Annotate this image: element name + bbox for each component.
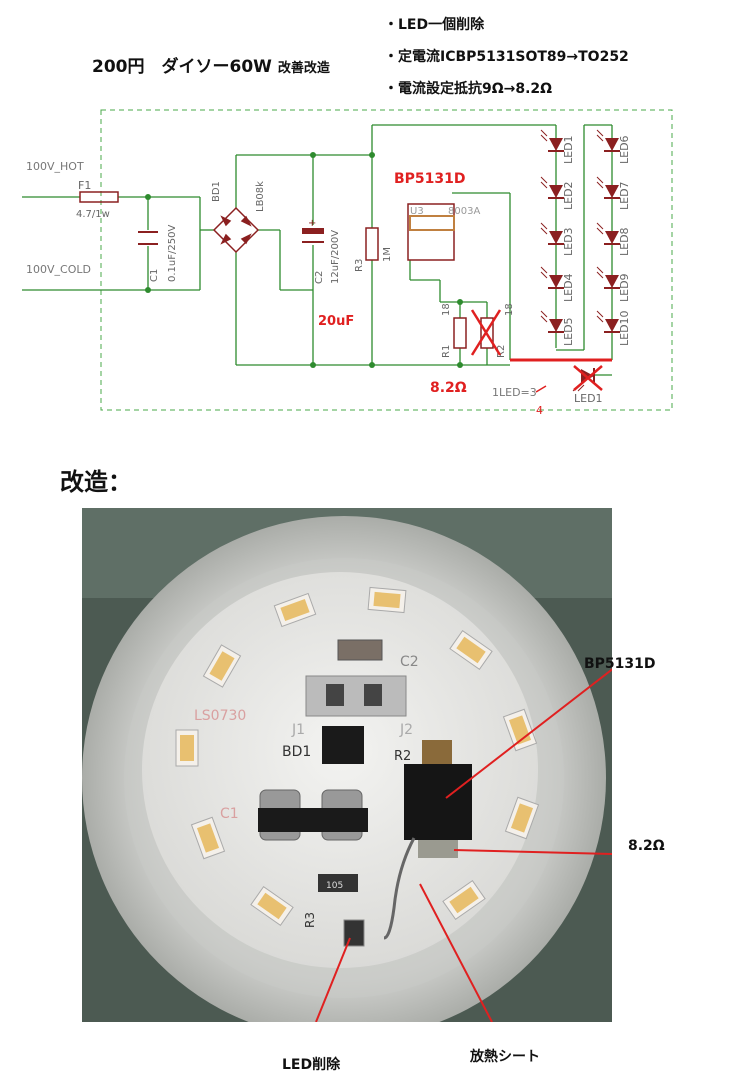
fuse-f1: [79, 191, 119, 203]
capacitor-c2: +: [302, 218, 324, 243]
note-1: ・LED一個削除: [384, 17, 485, 33]
pcb-label-105: 105: [326, 881, 343, 891]
pcb-label-c2: C2: [400, 654, 419, 670]
bd1-ref: BD1: [211, 181, 222, 202]
pcb-label-r2: R2: [394, 749, 411, 764]
ic-tab: [409, 215, 455, 231]
pcb-pads-j: [305, 675, 407, 717]
junction-dots: [145, 152, 463, 368]
title-sub: 改善改造: [277, 61, 330, 76]
callout-led-removed: LED削除: [282, 1057, 341, 1073]
c1-ref: C1: [149, 269, 160, 282]
pcb-bd1-part: [322, 726, 364, 764]
capacitor-c1: [138, 231, 158, 245]
pcb-label-c1: C1: [220, 806, 239, 822]
page-title: 200円 ダイソー60W 改善改造: [92, 52, 330, 77]
circuit-schematic: F1 4.7/1w 100V_HOT 100V_COLD C1 0.1uF/25…: [22, 109, 673, 417]
led-label-10: LED10: [618, 310, 631, 346]
led-label-6: LED6: [618, 135, 631, 164]
bridge-bd1: [212, 206, 260, 254]
led-label-4: LED4: [562, 273, 575, 302]
fuse-value: 4.7/1w: [76, 209, 110, 220]
led-column-left: [540, 129, 565, 333]
r2-removed-cross: [470, 309, 502, 356]
led-column-right: [596, 129, 621, 333]
led-label-2: LED2: [562, 181, 575, 210]
title-main: 200円 ダイソー60W: [92, 57, 272, 77]
led-note-new: 4: [536, 404, 543, 417]
callout-lines: [315, 668, 612, 1022]
pcb-board: [142, 572, 538, 968]
pcb-label-j2: J2: [399, 722, 413, 738]
led-label-8: LED8: [618, 227, 631, 256]
svg-text:+: +: [308, 218, 316, 229]
r2-ref: R2: [496, 345, 507, 358]
resistor-r1: [453, 317, 467, 349]
pcb-label-r3: R3: [303, 912, 317, 928]
resistor-r3: [365, 227, 379, 261]
fuse-ref: F1: [78, 179, 91, 192]
callout-ic: BP5131D: [584, 656, 656, 672]
ic-ref: U3: [410, 206, 424, 217]
callout-heat-sheet: 放熱シート: [470, 1049, 540, 1065]
led-label-5: LED5: [562, 317, 575, 346]
pcb-jumper-wire: [383, 837, 416, 940]
c1-value: 0.1uF/250V: [167, 225, 178, 282]
r3-ref: R3: [354, 259, 365, 272]
ic-new-label: BP5131D: [394, 171, 466, 187]
led-removed-cross: [573, 365, 603, 391]
ic-u3: [407, 203, 455, 261]
led-label-7: LED7: [618, 181, 631, 210]
r1-ref: R1: [441, 345, 452, 358]
section-heading: 改造：: [60, 468, 132, 496]
led-label-9: LED9: [618, 273, 631, 302]
callout-resistor: 8.2Ω: [628, 838, 665, 854]
pcb-bp5131d-ic: [404, 764, 472, 840]
c2-new-value: 20uF: [318, 314, 354, 329]
pcb-label-j1: J1: [291, 722, 305, 738]
r1-value: 18: [441, 303, 452, 316]
c2-ref: C2: [314, 271, 325, 284]
pcb-r3-part: [318, 874, 358, 892]
led-label-1: LED1: [562, 135, 575, 164]
pcb-label-ls0730: LS0730: [194, 708, 246, 724]
r3-value: 1M: [382, 247, 393, 262]
smd-led-ring: [175, 586, 540, 927]
led-label-3: LED3: [562, 227, 575, 256]
led-note-strike: [535, 385, 547, 393]
board-outline: [100, 109, 673, 411]
r2-value: 18: [504, 303, 515, 316]
led-removed-label: LED1: [574, 392, 603, 405]
c2-value: 12uF/200V: [330, 230, 341, 284]
led-note: 1LED=3: [492, 386, 537, 399]
r-new-value: 8.2Ω: [430, 380, 467, 396]
pcb-label-bd1: BD1: [282, 744, 311, 760]
resistor-r2: [480, 317, 494, 349]
pcb-photo: C2 LS0730 J1 J2 BD1 C1 R3 105 R2: [82, 508, 612, 1022]
wires: [22, 124, 613, 376]
bd1-value: LB08k: [255, 181, 266, 212]
note-2: ・定電流ICBP5131SOT89→TO252: [384, 49, 629, 65]
pcb-removed-led-pad: [343, 919, 365, 947]
ic-value: 8003A: [448, 206, 480, 217]
note-3: ・電流設定抵抗9Ω→8.2Ω: [384, 81, 553, 97]
pcb-c2-part: [337, 639, 383, 661]
pcb-8-2-resistor: [418, 840, 458, 858]
net-cold: 100V_COLD: [26, 263, 91, 276]
net-hot: 100V_HOT: [26, 160, 84, 173]
